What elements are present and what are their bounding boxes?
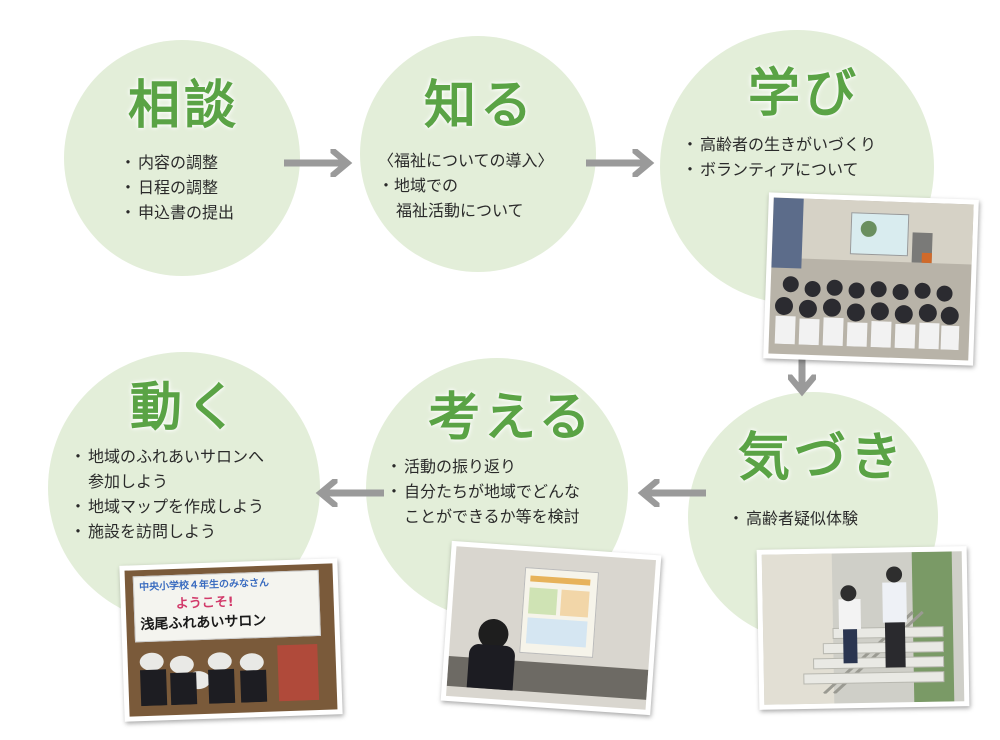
list-item: 参加しよう xyxy=(88,472,169,491)
list-item: ・自分たちが地域でどんな xyxy=(386,482,581,501)
list-item: ・地域マップを作成しよう xyxy=(70,497,265,516)
step-title-kizuki: 気づき xyxy=(738,428,907,488)
list-item: ことができるか等を検討 xyxy=(404,507,580,526)
step-list-kizuki: ・高齢者疑似体験 xyxy=(728,506,858,531)
list-item: ・内容の調整 xyxy=(120,153,219,172)
step-list-ugoku: ・地域のふれあいサロンへ 参加しよう ・地域マップを作成しよう ・施設を訪問しよ… xyxy=(70,444,264,544)
list-item: ・活動の振り返り xyxy=(386,457,517,476)
photo-reflection xyxy=(440,540,662,716)
photo-lecture xyxy=(763,192,979,366)
list-item: ・地域のふれあいサロンへ xyxy=(70,447,265,466)
step-title-soudan: 相談 xyxy=(128,76,241,136)
list-item: ・施設を訪問しよう xyxy=(70,522,217,541)
step-circle-soudan xyxy=(64,40,300,276)
list-item: ・地域での xyxy=(378,176,459,195)
list-item: ・日程の調整 xyxy=(120,178,219,197)
step-list-shiru: 〈福祉についての導入〉 ・地域での 福祉活動について xyxy=(378,148,554,223)
list-item: ・高齢者の生きがいづくり xyxy=(682,135,877,154)
list-item: ・申込書の提出 xyxy=(120,203,235,222)
list-item: ・高齢者疑似体験 xyxy=(728,509,859,528)
step-list-kangaeru: ・活動の振り返り ・自分たちが地域でどんな ことができるか等を検討 xyxy=(386,454,580,529)
step-list-soudan: ・内容の調整 ・日程の調整 ・申込書の提出 xyxy=(120,150,234,225)
step-title-ugoku: 動く xyxy=(130,378,243,438)
step-title-manabi: 学び xyxy=(748,64,861,124)
photo-salon: 中央小学校４年生のみなさん ようこそ! 浅尾ふれあいサロン xyxy=(119,558,343,722)
photo-simulation xyxy=(756,546,970,710)
step-title-kangaeru: 考える xyxy=(428,388,595,448)
list-item: 福祉活動について xyxy=(396,201,524,220)
list-item: 〈福祉についての導入〉 xyxy=(378,151,554,170)
step-circle-shiru xyxy=(360,36,596,272)
step-title-shiru: 知る xyxy=(424,76,537,136)
step-list-manabi: ・高齢者の生きがいづくり ・ボランティアについて xyxy=(682,132,876,182)
list-item: ・ボランティアについて xyxy=(682,160,859,179)
